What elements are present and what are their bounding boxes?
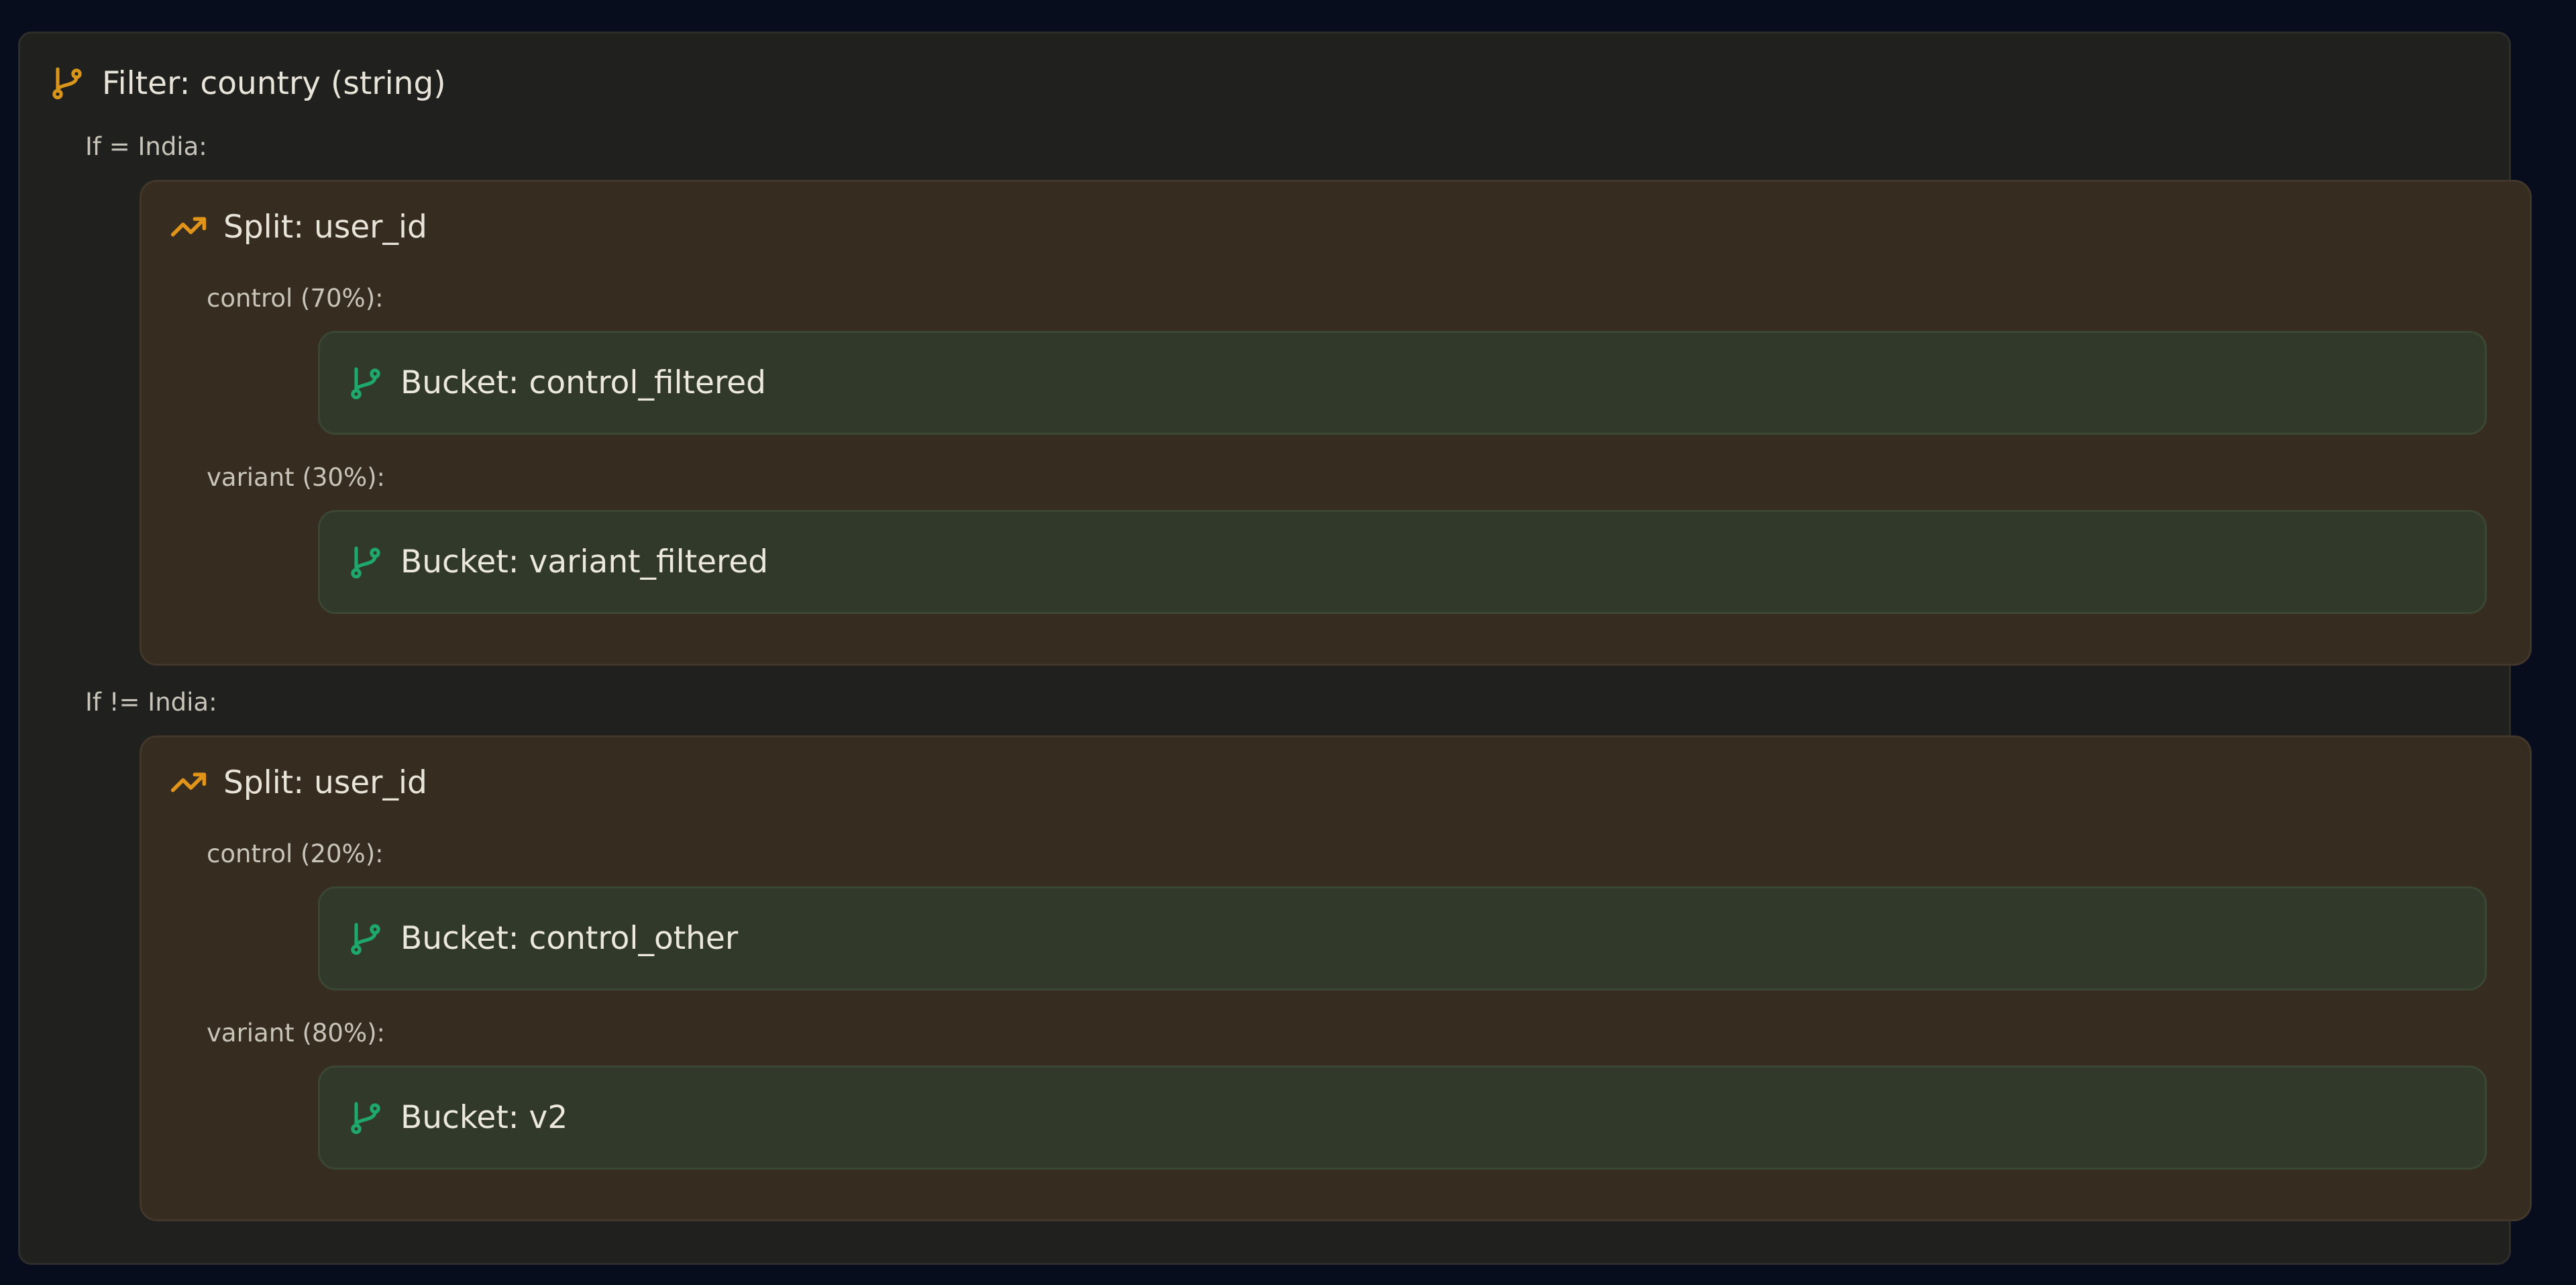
bucket-node[interactable]: Bucket: control_other xyxy=(318,886,2487,990)
filter-node: Filter: country (string) If = India: Spl… xyxy=(18,32,2532,1265)
trending-up-icon xyxy=(170,772,207,792)
branch-label-not-india: If != India: xyxy=(85,688,217,717)
filter-title: Filter: country (string) xyxy=(102,64,446,102)
bucket-node[interactable]: Bucket: control_filtered xyxy=(318,331,2487,435)
split-header[interactable]: Split: user_id xyxy=(170,761,427,804)
branch-label-india: If = India: xyxy=(85,132,207,161)
split-node-india: Split: user_id control (70%): Bucket: co… xyxy=(140,180,2532,666)
split-node-not-india: Split: user_id control (20%): Bucket: co… xyxy=(140,735,2532,1221)
git-branch-icon xyxy=(351,1101,380,1134)
arm-label-control: control (70%): xyxy=(207,284,384,313)
git-branch-icon xyxy=(351,546,380,578)
split-header[interactable]: Split: user_id xyxy=(170,205,427,248)
split-title: Split: user_id xyxy=(223,764,427,801)
bucket-header: Bucket: control_other xyxy=(347,917,738,960)
git-branch-icon xyxy=(351,366,380,399)
trending-up-icon xyxy=(170,217,207,237)
bucket-header: Bucket: v2 xyxy=(347,1096,568,1139)
git-branch-icon xyxy=(351,922,380,955)
bucket-title: Bucket: control_other xyxy=(400,920,739,957)
bucket-node[interactable]: Bucket: v2 xyxy=(318,1066,2487,1170)
bucket-header: Bucket: variant_filtered xyxy=(347,541,768,584)
bucket-title: Bucket: control_filtered xyxy=(400,364,766,401)
git-branch-icon xyxy=(52,67,82,100)
bucket-header: Bucket: control_filtered xyxy=(347,362,766,405)
bucket-node[interactable]: Bucket: variant_filtered xyxy=(318,510,2487,614)
filter-header[interactable]: Filter: country (string) xyxy=(48,62,446,105)
arm-label-variant: variant (30%): xyxy=(207,463,386,492)
bucket-title: Bucket: variant_filtered xyxy=(400,544,769,580)
arm-label-control: control (20%): xyxy=(207,839,384,868)
bucket-title: Bucket: v2 xyxy=(400,1099,568,1136)
split-title: Split: user_id xyxy=(223,208,427,246)
arm-label-variant: variant (80%): xyxy=(207,1019,386,1047)
